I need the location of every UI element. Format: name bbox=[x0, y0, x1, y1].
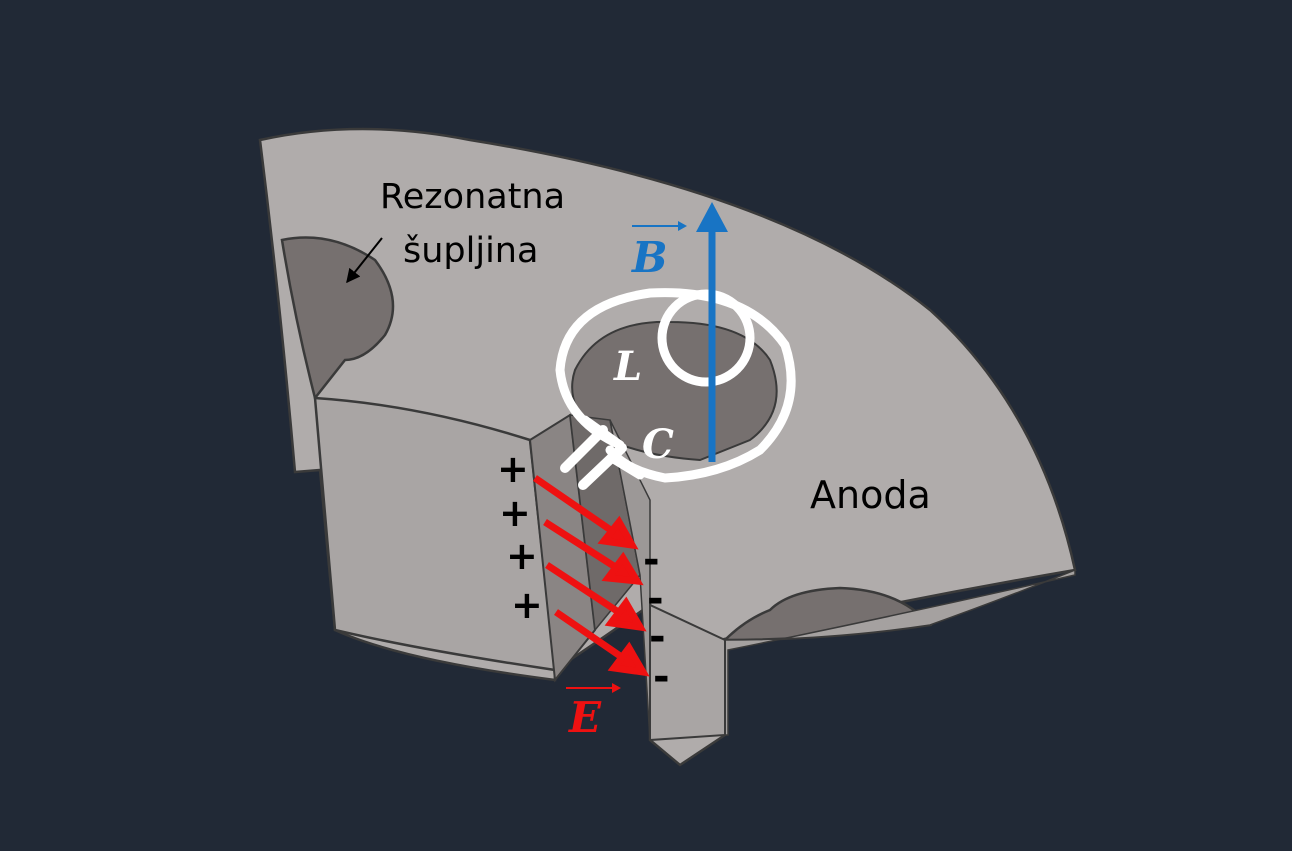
positive-charge: + bbox=[506, 534, 538, 578]
magnetic-field-vector bbox=[696, 202, 728, 462]
capacitance-label: C bbox=[642, 421, 674, 468]
lc-circuit bbox=[555, 288, 796, 490]
positive-charges: + + + + bbox=[497, 447, 543, 627]
e-field-arrow bbox=[533, 475, 617, 536]
inductor-inner-loop bbox=[657, 289, 755, 387]
e-field-arrowhead bbox=[607, 641, 650, 677]
e-field-arrowhead bbox=[597, 515, 639, 550]
capacitor-plate-2 bbox=[578, 443, 627, 490]
e-field-arrow bbox=[543, 519, 622, 573]
electric-field-symbol: E bbox=[566, 683, 621, 742]
electric-field-arrows bbox=[533, 475, 650, 677]
e-field-arrowhead bbox=[604, 596, 647, 632]
magnetic-field-symbol: B bbox=[631, 221, 687, 282]
left-resonant-cavity bbox=[280, 236, 395, 401]
cavity-label-line2: šupljina bbox=[403, 231, 538, 271]
anode-label: Anoda bbox=[810, 473, 931, 517]
positive-charge: + bbox=[497, 447, 529, 491]
negative-charge: - bbox=[647, 576, 664, 622]
magnetic-field-label: B bbox=[631, 233, 668, 282]
e-field-arrow bbox=[545, 562, 625, 618]
negative-charge: - bbox=[649, 614, 666, 660]
e-field-arrow bbox=[554, 609, 628, 663]
e-field-arrowhead bbox=[601, 551, 644, 586]
negative-charges: - - - - bbox=[643, 537, 670, 700]
capacitor-lead-bottom bbox=[607, 453, 645, 480]
negative-charge: - bbox=[653, 654, 670, 700]
capacitor-plate-1 bbox=[560, 425, 608, 473]
right-segment-lower bbox=[649, 603, 726, 742]
cavity-pointer-arrow bbox=[346, 237, 383, 284]
positive-charge: + bbox=[511, 583, 543, 627]
inductance-label: L bbox=[613, 343, 642, 390]
positive-charge: + bbox=[499, 491, 531, 535]
electric-field-label: E bbox=[568, 693, 602, 742]
cavity-label-line1: Rezonatna bbox=[380, 177, 565, 217]
right-segment-face bbox=[721, 568, 1076, 736]
inductor-loop bbox=[555, 288, 796, 483]
negative-charge: - bbox=[643, 537, 660, 583]
